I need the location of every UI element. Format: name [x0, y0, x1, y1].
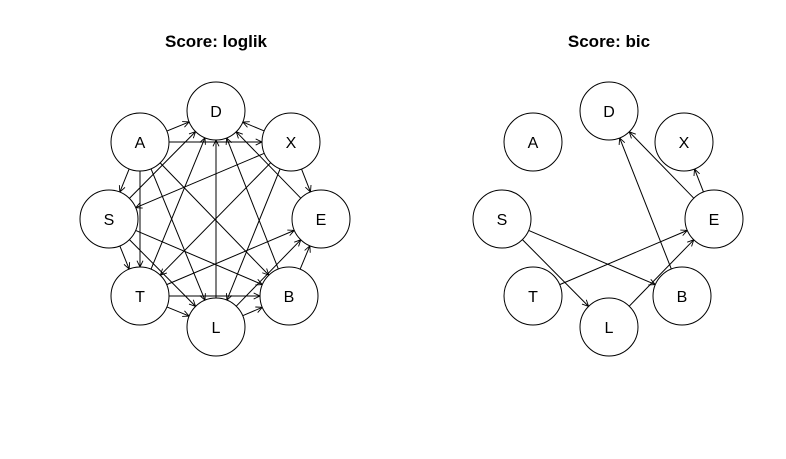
edge-b-d [226, 137, 279, 270]
edges-loglik [118, 121, 312, 317]
edge-a-b [159, 162, 270, 276]
panel-title-loglik: Score: loglik [165, 32, 268, 51]
node-label: X [286, 135, 297, 152]
edge-b-e [299, 245, 311, 270]
node-circle [79, 189, 139, 249]
edge-x-e [301, 168, 311, 193]
edge-a-s [119, 168, 130, 193]
node-label: X [679, 135, 690, 152]
node-label: D [603, 104, 615, 121]
edge-a-d [166, 121, 190, 132]
node-label: B [677, 289, 688, 306]
node-label: L [212, 320, 221, 337]
node-s: S [79, 189, 139, 249]
node-circle [472, 189, 532, 249]
edges-bic [522, 131, 704, 308]
node-l: L [579, 297, 639, 357]
edge-l-e [628, 239, 695, 307]
edge-s-b [135, 229, 263, 286]
panel-title-bic: Score: bic [568, 32, 650, 51]
node-label: T [528, 289, 538, 306]
node-d: D [186, 81, 246, 141]
edge-s-b [528, 229, 656, 286]
node-x: X [261, 112, 321, 172]
edge-a-l [150, 168, 206, 301]
node-a: A [110, 112, 170, 172]
edge-x-d [242, 121, 265, 132]
nodes-bic: D A X S E T B L [472, 81, 744, 357]
node-label: L [605, 320, 614, 337]
nodes-loglik: D A X S E T B L [79, 81, 351, 357]
node-e: E [291, 189, 351, 249]
node-circle [652, 266, 712, 326]
edge-t-e [166, 229, 295, 286]
edge-s-d [129, 131, 196, 199]
edge-x-s [135, 152, 265, 209]
node-label: E [709, 212, 720, 229]
node-label: D [210, 104, 222, 121]
node-label: B [284, 289, 295, 306]
node-t: T [110, 266, 170, 326]
node-circle [503, 266, 563, 326]
node-circle [261, 112, 321, 172]
node-label: S [104, 212, 115, 229]
node-circle [579, 297, 639, 357]
edge-e-d [235, 131, 302, 199]
edge-t-d [150, 137, 206, 270]
edge-x-l [226, 168, 281, 301]
node-circle [654, 112, 714, 172]
edge-b-d [619, 137, 672, 270]
node-circle [503, 112, 563, 172]
node-circle [186, 81, 246, 141]
node-circle [186, 297, 246, 357]
edge-l-b [242, 306, 263, 317]
node-b: B [259, 266, 319, 326]
node-label: A [528, 135, 539, 152]
node-circle [110, 112, 170, 172]
edge-e-x [694, 168, 704, 193]
edge-s-l [129, 239, 196, 307]
node-label: S [497, 212, 508, 229]
node-label: A [135, 135, 146, 152]
node-t: T [503, 266, 563, 326]
edge-s-l [522, 239, 589, 307]
panel-loglik: Score: loglik D A X S E T B L [79, 32, 351, 357]
node-d: D [579, 81, 639, 141]
edge-l-e [235, 239, 302, 307]
edge-t-e [559, 229, 688, 286]
node-circle [291, 189, 351, 249]
node-e: E [684, 189, 744, 249]
node-circle [579, 81, 639, 141]
node-x: X [654, 112, 714, 172]
node-l: L [186, 297, 246, 357]
node-circle [110, 266, 170, 326]
node-circle [259, 266, 319, 326]
node-b: B [652, 266, 712, 326]
edge-s-t [119, 245, 130, 270]
node-label: E [316, 212, 327, 229]
edge-t-l [166, 306, 190, 317]
node-s: S [472, 189, 532, 249]
edge-e-d [628, 131, 695, 199]
node-a: A [503, 112, 563, 172]
node-label: T [135, 289, 145, 306]
node-circle [684, 189, 744, 249]
panel-bic: Score: bic D A X S E T B L [472, 32, 744, 357]
